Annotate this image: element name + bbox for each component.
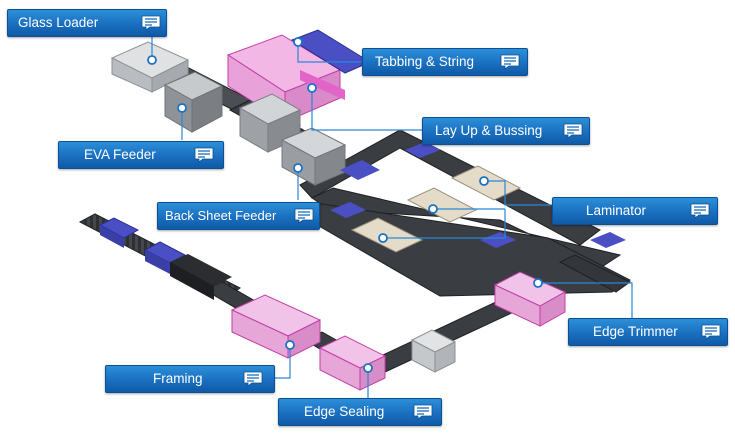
edge-trimmer-machine	[493, 271, 567, 327]
leader-laminator-3	[383, 209, 506, 239]
eva-feeder-callout[interactable]: EVA Feeder	[58, 141, 224, 169]
node-eva-feeder	[177, 103, 187, 113]
lay-up-bussing-callout[interactable]: Lay Up & Bussing	[422, 117, 590, 145]
back-sheet-feeder-machine	[280, 127, 347, 186]
tabbing-string-callout[interactable]: Tabbing & String	[362, 48, 528, 76]
node-laminator-3	[378, 233, 388, 243]
edge-sealing-label: Edge Sealing	[304, 404, 385, 419]
comment-icon	[500, 54, 520, 70]
framing-machine	[230, 294, 322, 359]
node-edge-sealing	[363, 363, 373, 373]
comment-icon	[243, 371, 263, 387]
node-framing	[285, 340, 295, 350]
leader-nodes	[147, 37, 543, 373]
machines	[98, 29, 626, 391]
edge-trimmer-label: Edge Trimmer	[593, 324, 678, 339]
edge-sealing-callout[interactable]: Edge Sealing	[278, 398, 442, 426]
node-glass-loader	[147, 55, 157, 65]
laminator-label: Laminator	[586, 203, 647, 218]
comment-icon	[194, 147, 214, 163]
eva-feeder-label: EVA Feeder	[84, 147, 156, 162]
edge-trimmer-callout[interactable]: Edge Trimmer	[568, 318, 728, 346]
return-line-cabinet	[410, 329, 457, 373]
lay-up-bussing-label: Lay Up & Bussing	[435, 123, 543, 138]
leader-framing	[275, 345, 291, 379]
leader-edge-trimmer	[538, 282, 633, 318]
comment-icon	[690, 203, 710, 219]
glass-loader-callout[interactable]: Glass Loader	[7, 9, 167, 37]
leader-tabbing-string	[297, 42, 362, 63]
edge-sealing-machine	[318, 335, 387, 391]
node-edge-trimmer	[533, 278, 543, 288]
comment-icon	[563, 123, 583, 139]
framing-line-stations	[98, 217, 232, 300]
glass-loader-label: Glass Loader	[18, 15, 99, 30]
node-lay-up-bussing	[307, 83, 317, 93]
back-sheet-feeder-callout[interactable]: Back Sheet Feeder	[157, 202, 320, 230]
tabbing-string-label: Tabbing & String	[375, 54, 475, 69]
leader-lines	[151, 37, 633, 398]
leader-lay-up-bussing	[311, 88, 422, 131]
comment-icon	[701, 324, 721, 340]
comment-icon	[294, 208, 314, 224]
node-back-sheet-feeder	[293, 163, 303, 173]
comment-icon	[141, 15, 161, 31]
laminator-callout[interactable]: Laminator	[552, 197, 718, 225]
node-tabbing-string	[293, 37, 303, 47]
framing-label: Framing	[153, 371, 203, 386]
framing-callout[interactable]: Framing	[105, 365, 275, 393]
leader-laminator	[484, 180, 552, 206]
node-laminator-1	[479, 176, 489, 186]
back-sheet-feeder-label: Back Sheet Feeder	[165, 208, 277, 223]
node-laminator-2	[428, 204, 438, 214]
comment-icon	[413, 404, 433, 420]
